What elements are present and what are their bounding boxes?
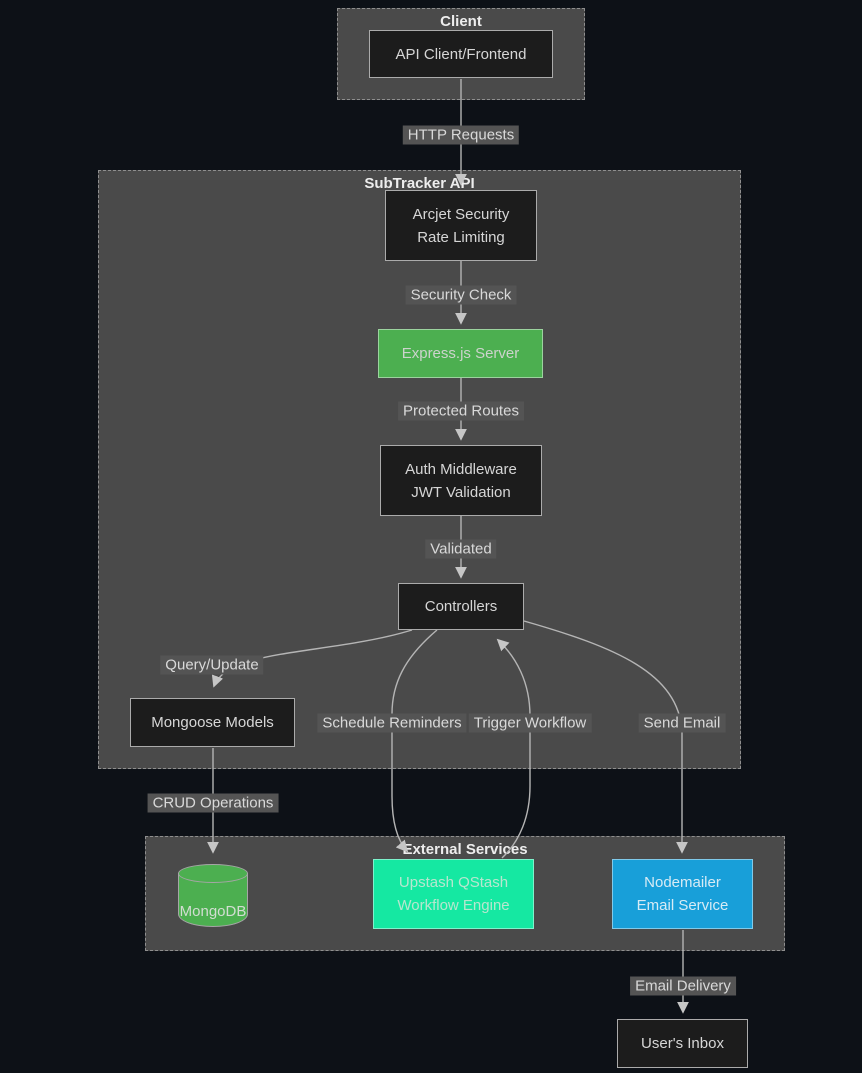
- edge-label-protected-routes: Protected Routes: [398, 401, 524, 421]
- node-nodemailer: Nodemailer Email Service: [612, 859, 753, 929]
- node-mongoose-models: Mongoose Models: [130, 698, 295, 747]
- edge-label-trigger-workflow: Trigger Workflow: [468, 713, 592, 733]
- subgraph-client-title: Client: [440, 13, 482, 30]
- node-controllers-label: Controllers: [424, 598, 498, 615]
- node-upstash-qstash: Upstash QStash Workflow Engine: [373, 859, 534, 929]
- edge-label-security-check: Security Check: [405, 285, 517, 305]
- node-express-server: Express.js Server: [378, 329, 543, 378]
- node-api-client-label: API Client/Frontend: [395, 45, 527, 63]
- node-controllers: Controllers: [398, 583, 524, 630]
- node-mongodb-label: MongoDB: [179, 903, 247, 920]
- node-users-inbox: User's Inbox: [617, 1019, 748, 1068]
- node-arcjet: Arcjet Security Rate Limiting: [385, 190, 537, 261]
- node-qstash-line1: Upstash QStash: [398, 874, 509, 891]
- node-mongodb: MongoDB: [178, 864, 248, 929]
- node-mongoose-models-label: Mongoose Models: [151, 714, 274, 731]
- node-nodemailer-line1: Nodemailer: [644, 874, 721, 891]
- node-users-inbox-label: User's Inbox: [641, 1035, 724, 1052]
- edge-label-http-requests: HTTP Requests: [402, 125, 520, 145]
- node-arcjet-line2: Rate Limiting: [417, 228, 505, 246]
- node-api-client: API Client/Frontend: [369, 30, 553, 78]
- edge-label-crud-operations: CRUD Operations: [147, 793, 279, 813]
- node-nodemailer-line2: Email Service: [636, 897, 729, 914]
- node-arcjet-line1: Arcjet Security: [412, 205, 510, 223]
- edge-label-query-update: Query/Update: [160, 655, 264, 675]
- edge-label-email-delivery: Email Delivery: [630, 976, 736, 996]
- edge-label-validated: Validated: [425, 539, 497, 559]
- subgraph-external-services-title: External Services: [402, 841, 528, 858]
- node-qstash-line2: Workflow Engine: [397, 897, 510, 914]
- mongodb-cylinder-top: [178, 864, 248, 883]
- edge-label-send-email: Send Email: [638, 713, 726, 733]
- subgraph-subtracker-api-title: SubTracker API: [364, 175, 475, 192]
- edge-label-schedule-reminders: Schedule Reminders: [317, 713, 467, 733]
- node-auth-line1: Auth Middleware: [405, 460, 517, 478]
- node-auth-line2: JWT Validation: [411, 483, 511, 501]
- node-express-server-label: Express.js Server: [401, 345, 520, 362]
- node-auth-middleware: Auth Middleware JWT Validation: [380, 445, 542, 516]
